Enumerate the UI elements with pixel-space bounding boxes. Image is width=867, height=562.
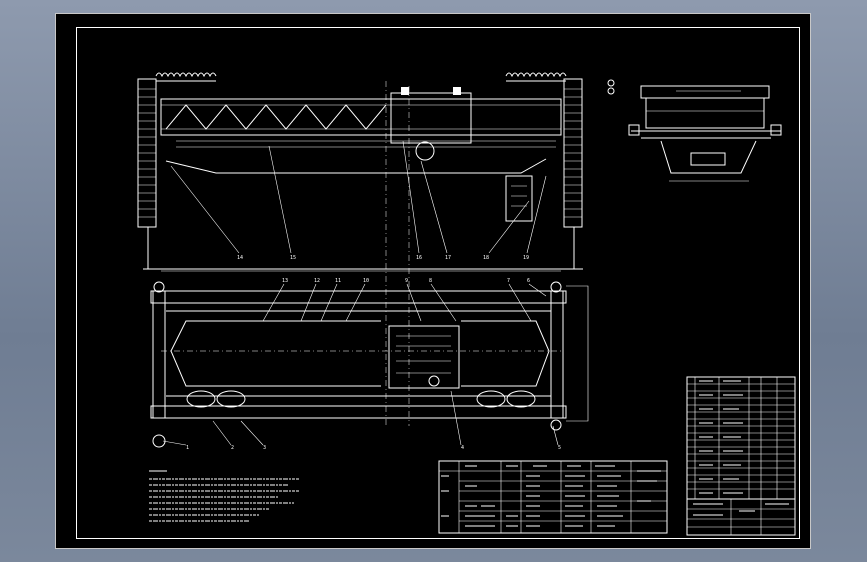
callout-6: 6: [527, 278, 530, 284]
plan-view: 13 12 11 10 9 8 7 6 1 2 3 4 5: [150, 278, 589, 451]
callout-14: 14: [237, 255, 243, 261]
side-view-body: [645, 97, 765, 129]
girder-truss: [165, 104, 387, 130]
callout-19: 19: [523, 255, 529, 261]
technical-notes: [149, 470, 299, 522]
drawing-sheet: 14 15 16 17 18 19: [55, 13, 811, 549]
hoist-drum: [415, 141, 435, 161]
operator-cab: [505, 175, 533, 222]
cad-drawing: 14 15 16 17 18 19: [137, 72, 796, 536]
title-block: [686, 498, 796, 536]
upper-rail: [150, 290, 567, 304]
lower-chord: [165, 158, 547, 174]
parts-list: [686, 376, 796, 500]
left-spring: [155, 72, 217, 78]
trolley: [390, 92, 472, 144]
callout-8: 8: [429, 278, 432, 284]
callout-4: 4: [461, 445, 464, 451]
callout-10: 10: [363, 278, 369, 284]
callout-15: 15: [290, 255, 296, 261]
drawing-frame: [76, 27, 800, 539]
callout-9: 9: [405, 278, 408, 284]
callout-17: 17: [445, 255, 451, 261]
callout-2: 2: [231, 445, 234, 451]
right-spring: [505, 72, 567, 78]
callout-7: 7: [507, 278, 510, 284]
callout-3: 3: [263, 445, 266, 451]
front-elevation-view: 14 15 16 17 18 19: [137, 72, 615, 426]
callout-1: 1: [186, 445, 189, 451]
callout-18: 18: [483, 255, 489, 261]
callout-5: 5: [558, 445, 561, 451]
main-girder: [160, 98, 562, 136]
lower-rail: [150, 405, 567, 419]
callout-12: 12: [314, 278, 320, 284]
callout-13: 13: [282, 278, 288, 284]
side-view: [628, 85, 782, 182]
specification-table: [438, 460, 668, 534]
callout-11: 11: [335, 278, 341, 284]
plan-trolley: [388, 325, 460, 389]
callout-16: 16: [416, 255, 422, 261]
